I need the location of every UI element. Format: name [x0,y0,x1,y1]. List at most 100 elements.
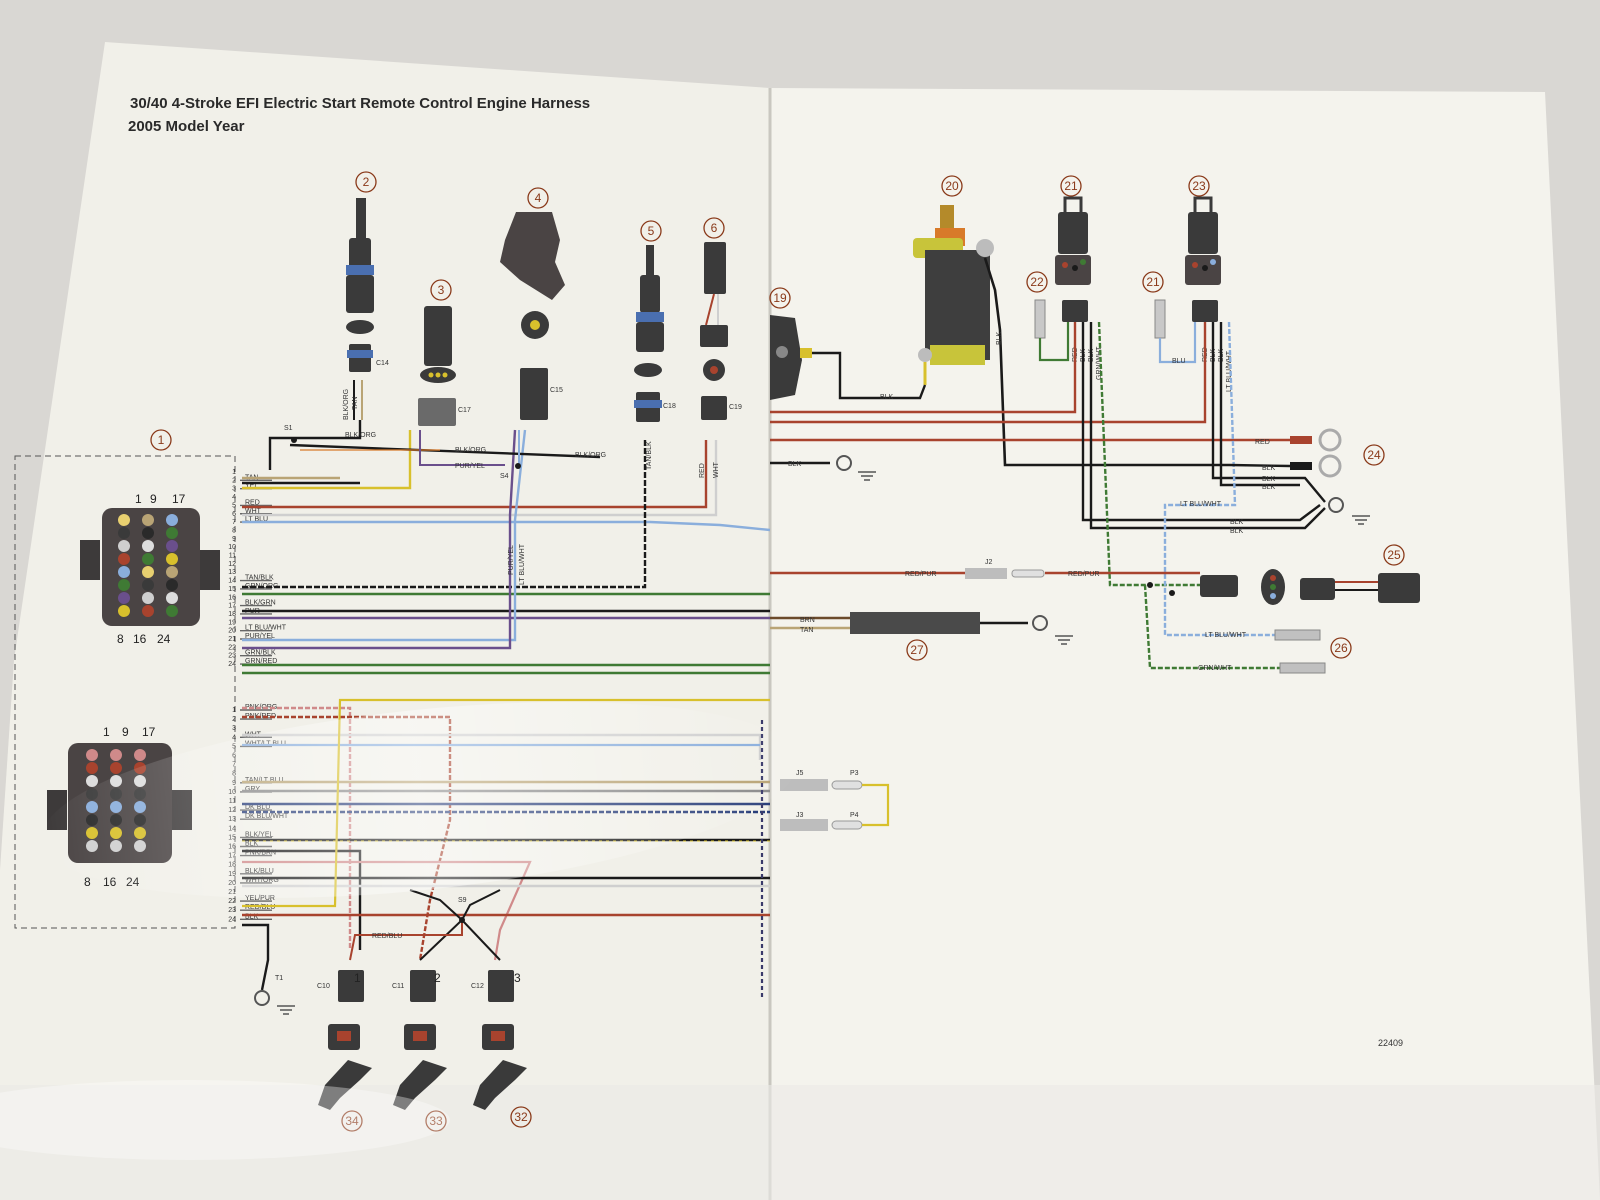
connector-face [346,320,374,334]
pin-cavity [118,605,130,617]
starter-housing [925,250,990,360]
pin-number: 15 [228,586,236,593]
pin [1270,593,1276,599]
pin-cavity [118,540,130,552]
label-c19: C19 [729,404,742,411]
pin-number: 21 [228,636,236,643]
pin-number: 13 [228,569,236,576]
pin-cavity [86,762,98,774]
ground-ring-terminal-right [1328,497,1344,513]
title-line-1: 30/40 4-Stroke EFI Electric Start Remote… [130,95,590,112]
pin [442,372,448,378]
sensor-probe [646,245,654,275]
pin-number: 20 [228,628,236,635]
pin-cavity [134,749,146,761]
pin-number: 1 [232,469,236,476]
label-red-ring: RED [1255,439,1270,446]
wire-blk-r23-2 [1219,322,1300,487]
label-blk-starter: BLK [880,394,894,401]
pin-number: 22 [228,644,236,651]
label-red-vertical: RED [699,463,706,478]
cylinder-1: 1 [354,971,361,985]
pin-number: 4 [232,734,236,741]
callout-number: 19 [773,291,787,305]
pin-number: 24 [228,661,236,668]
label-blk-org-2: BLK/ORG [455,447,486,454]
splice-s9-dot [459,917,465,923]
wire-label: TAN/BLK [245,575,274,582]
pin-cavity [142,566,154,578]
connector-c15 [520,368,548,420]
callout-number: 23 [1192,179,1206,193]
pin-cavity [166,566,178,578]
sensor-6 [700,242,728,420]
pin-cavity [142,605,154,617]
connector-plug [1200,575,1238,597]
callout-number: 26 [1334,641,1348,655]
pin-number: 6 [232,511,236,518]
glare-reflection-bottom [0,1080,450,1160]
wire-grn-wht [1097,321,1200,587]
starter-gear [940,205,954,230]
label-blk-org: BLK/ORG [345,432,376,439]
callout-circle [527,187,549,209]
jumper-loop [862,783,890,827]
sensor-lead [705,293,715,326]
pin-number: 3 [232,725,236,732]
connector-j5 [780,779,828,791]
pin-label-top-1: 1 [135,492,142,506]
pin-cavity [110,762,122,774]
pin-label-top-17: 17 [172,492,186,506]
sensor-2 [346,198,374,372]
label-red-pur-1: RED/PUR [905,571,937,578]
component-27-body [850,612,980,634]
sensor-body-25 [1378,573,1420,603]
relay-pin [1080,259,1086,265]
callout-circle [1142,271,1164,293]
main-connector-upper [80,508,220,626]
sensor-plug [700,325,728,347]
splice-s4-dot [515,463,521,469]
connector-tab-right [200,550,220,590]
callout-circle [1188,175,1210,197]
pin-number: 11 [229,553,236,560]
connector-seal [347,350,373,358]
pin-cavity [142,592,154,604]
throttle-position-sensor [500,212,565,300]
sensor-plug [346,275,374,313]
callout-number: 20 [945,179,959,193]
pin-number: 1 [232,707,236,714]
battery-terminal-red [1290,436,1312,444]
callout-number: 21 [1064,179,1078,193]
connector-c11 [410,970,436,1002]
pin-number: 3 [232,486,236,493]
callout-circle [703,217,725,239]
pin-number: 14 [228,578,236,585]
fuel-injector [393,1060,447,1110]
callout-circle [341,1110,363,1132]
callout-number: 32 [514,1110,528,1124]
wire-lt-blu-wht [242,429,527,642]
splice-s1-dot [291,437,297,443]
sensor-4 [500,212,565,420]
label-c18: C18 [663,403,676,410]
callout-circle [425,1110,447,1132]
left-page [0,42,770,1200]
label-c14: C14 [376,360,389,367]
wire-label: GRN/RED [245,658,277,665]
callout-circle [1363,444,1385,466]
fuel-injector [473,1060,527,1110]
connector-j2 [965,568,1007,579]
label-c11: C11 [392,983,404,990]
pin-cavity [142,527,154,539]
callout-number: 5 [648,224,655,238]
battery-ring-red [1318,428,1342,452]
label-p4: P4 [850,812,859,819]
label-blk-org-3: BLK/ORG [575,452,606,459]
wire-label: BLK [245,913,259,920]
wire-label: LT BLU/WHT [245,625,287,632]
pin-label-top-1-lower: 1 [103,725,110,739]
splice-dot [1169,590,1175,596]
pin-cavity [142,553,154,565]
starter-motor-20 [913,205,1230,467]
